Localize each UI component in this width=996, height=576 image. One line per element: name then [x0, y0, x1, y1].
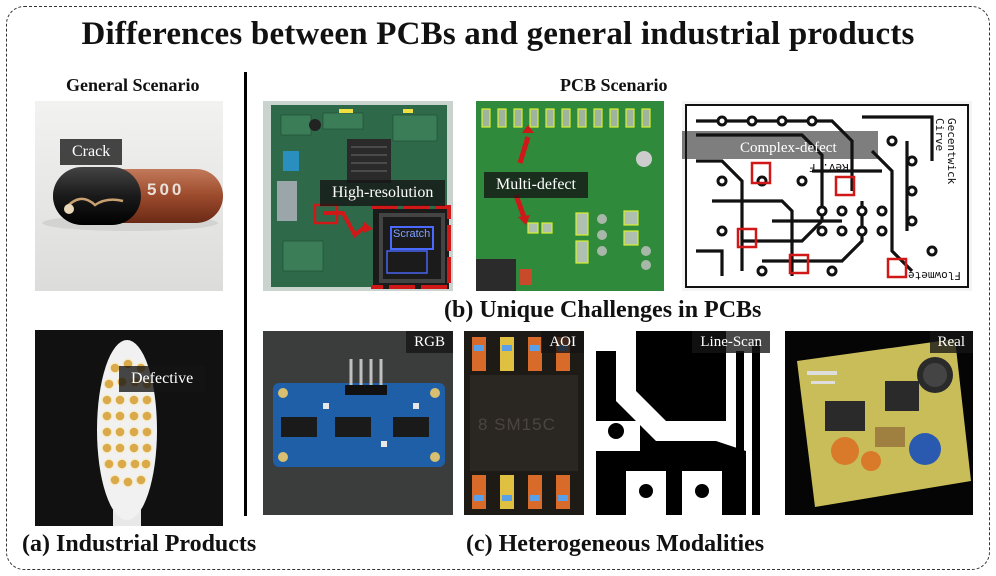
caption-unique-challenges: (b) Unique Challenges in PCBs: [444, 297, 762, 323]
scratch-label: Scratch: [393, 228, 431, 240]
rgb-tag: RGB: [406, 331, 453, 353]
section-divider: [244, 72, 247, 516]
high-resolution-image: High-resolution Scratch: [263, 101, 453, 291]
figure-frame: [6, 6, 990, 570]
rgb-image: RGB: [263, 331, 453, 515]
aoi-chip-text: 8 SM15C: [478, 415, 556, 434]
complex-defect-image: Complex-defect Rev. F Flowmete Gecentwic…: [682, 101, 972, 291]
figure-title: Differences between PCBs and general ind…: [81, 16, 915, 52]
general-scenario-heading: General Scenario: [66, 75, 200, 95]
complex-defect-tag: Complex-defect: [740, 140, 837, 156]
multi-defect-tag: Multi-defect: [484, 172, 588, 198]
capsule-image: Crack 500: [35, 101, 223, 291]
toothbrush-image: Defective: [35, 330, 223, 526]
aoi-tag: AOI: [541, 331, 584, 353]
crack-tag: Crack: [60, 139, 123, 165]
line-scan-image: Line-Scan: [596, 331, 770, 515]
aoi-image: AOI 8 SM15C: [464, 331, 584, 515]
line-scan-tag: Line-Scan: [692, 331, 770, 353]
defective-tag: Defective: [119, 366, 206, 392]
board-text-corner: Gecentwick Cirve: [933, 118, 958, 185]
board-text-rev: Rev. F: [809, 161, 849, 174]
caption-heterogeneous-modalities: (c) Heterogeneous Modalities: [466, 531, 765, 557]
capsule-print: 500: [147, 180, 185, 199]
board-text-flowmete: Flowmete: [908, 269, 961, 282]
pcb-scenario-heading: PCB Scenario: [560, 75, 668, 95]
real-tag: Real: [929, 331, 973, 353]
high-resolution-tag: High-resolution: [320, 180, 446, 206]
real-image: Real: [785, 331, 973, 515]
caption-industrial-products: (a) Industrial Products: [22, 531, 257, 557]
multi-defect-image: Multi-defect: [476, 101, 664, 291]
